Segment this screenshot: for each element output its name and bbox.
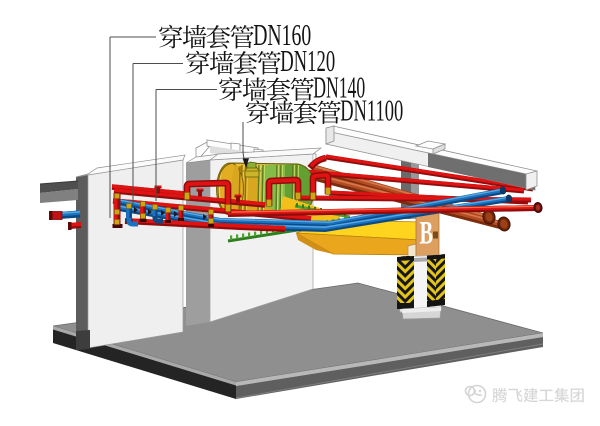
- svg-text:DN120: DN120: [280, 44, 335, 78]
- svg-text:DN160: DN160: [253, 18, 311, 52]
- svg-text:DN1100: DN1100: [340, 94, 403, 128]
- svg-text:DN140: DN140: [313, 71, 365, 105]
- svg-text:B: B: [420, 216, 434, 252]
